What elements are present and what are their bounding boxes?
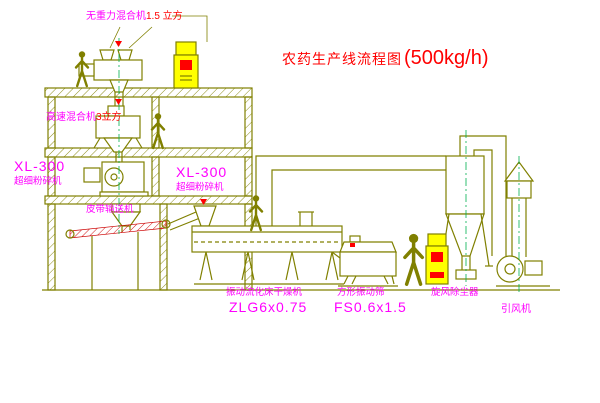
leader-line [109, 15, 208, 49]
red-marker [115, 41, 355, 247]
cabinet-display [180, 60, 192, 70]
label-dryer-model: ZLG6x0.75 [229, 299, 308, 315]
label-sieve-name: 方形振动筛 [337, 287, 385, 298]
belt-conveyor [65, 211, 201, 290]
title-text: 农药生产线流程图 [282, 51, 402, 67]
cabinet-display [430, 272, 444, 278]
column [244, 156, 253, 197]
building-structure [44, 87, 253, 291]
label-high-speed-mixer: 高速混合机3立方 [46, 112, 122, 123]
worker-figure [403, 232, 425, 286]
fluid-bed-dryer [191, 205, 347, 285]
centerline [118, 38, 520, 292]
label-mill-left-model: XL-300 [14, 158, 66, 174]
motor [83, 167, 101, 183]
spring-supports [199, 251, 339, 281]
floor-slab [44, 147, 253, 158]
label-gravity-mixer-spec: 1.5 立方 [146, 11, 183, 22]
page-title: 农药生产线流程图 (500kg/h) [282, 47, 489, 70]
column [47, 203, 56, 291]
column [159, 203, 168, 291]
label-gravity-mixer-name: 无重力混合机 [86, 11, 146, 22]
cyclone-outlet-duct [459, 135, 507, 256]
floor-slab [44, 87, 253, 98]
control-cabinet-2 [425, 233, 449, 285]
exhaust-duct [255, 155, 446, 226]
label-high-speed-mixer-name: 高速混合机 [46, 112, 96, 123]
title-capacity: (500kg/h) [404, 47, 489, 69]
label-gravity-mixer: 无重力混合机1.5 立方 [86, 11, 183, 22]
column [47, 156, 56, 197]
label-mill-left-name: 超细粉碎机 [14, 176, 62, 187]
label-cyclone: 旋风除尘器 [431, 287, 479, 298]
label-belt-conveyor: 皮带输送机 [86, 204, 134, 215]
pulverizer [83, 161, 149, 197]
dryer-inlet-hopper [193, 205, 217, 227]
label-high-speed-mixer-spec: 3立方 [96, 112, 122, 123]
label-sieve-model: FS0.6x1.5 [334, 299, 407, 315]
column [151, 156, 160, 197]
high-speed-mixer [93, 105, 143, 162]
label-dryer-name: 振动流化床干燥机 [226, 287, 303, 298]
cyclone-dust-collector [437, 155, 493, 280]
induced-draft-fan [496, 255, 550, 287]
control-cabinet-1 [173, 41, 199, 89]
label-fan: 引风机 [501, 304, 531, 315]
motor [524, 260, 543, 276]
column [47, 96, 56, 149]
floor-slab [44, 195, 253, 205]
label-mill-mid-name: 超细粉碎机 [176, 182, 224, 193]
label-mill-mid-model: XL-300 [176, 164, 228, 180]
cabinet-display [431, 252, 443, 262]
column [244, 96, 253, 149]
vibrating-sieve [338, 235, 398, 287]
